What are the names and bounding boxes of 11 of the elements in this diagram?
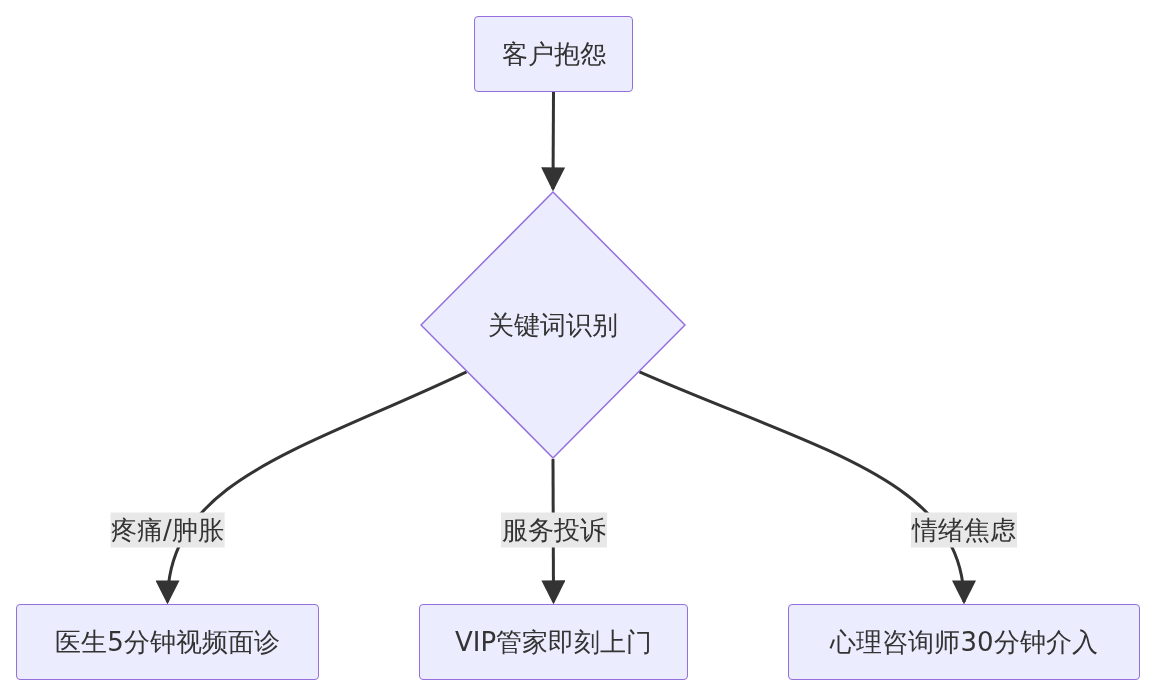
process-box: 心理咨询师30分钟介入: [788, 604, 1140, 680]
decision-diamond: 关键词识别: [420, 191, 686, 459]
arrow: [157, 370, 468, 605]
arrow: [541, 92, 566, 192]
process-box: 医生5分钟视频面诊: [16, 604, 319, 680]
edge-label: 情绪焦虑: [911, 512, 1017, 548]
process-box: 客户抱怨: [474, 16, 633, 92]
process-box: VIP管家即刻上门: [419, 604, 688, 680]
edge-label: 服务投诉: [500, 512, 607, 548]
arrow: [638, 370, 974, 605]
edge-label: 疼痛/肿胀: [110, 512, 225, 548]
